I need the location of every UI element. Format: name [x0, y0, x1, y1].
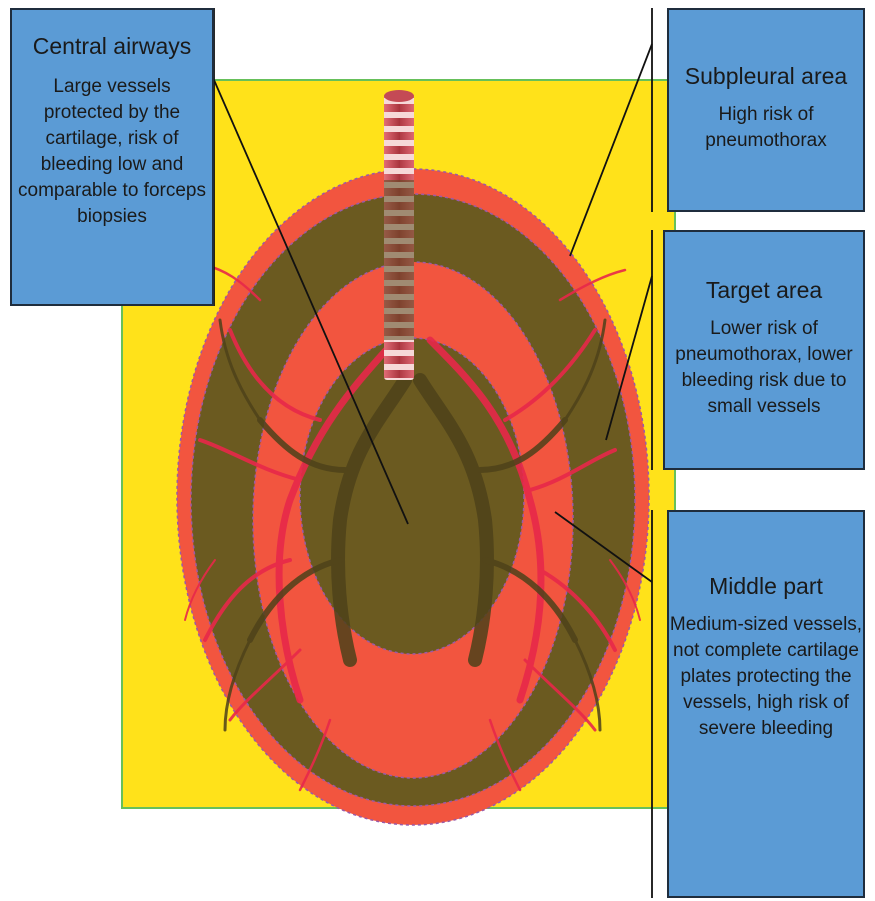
central-airways-callout: Central airways Large vessels protected … — [10, 8, 214, 306]
middle-part-title: Middle part — [669, 572, 863, 600]
target-area-title: Target area — [665, 276, 863, 304]
trachea-icon — [384, 90, 414, 380]
target-area-callout: Target area Lower risk of pneumothorax, … — [663, 230, 865, 470]
target-area-description: Lower risk of pneumothorax, lower bleedi… — [665, 316, 863, 420]
middle-part-description: Medium-sized vessels, not complete carti… — [669, 612, 863, 742]
middle-part-callout: Middle part Medium-sized vessels, not co… — [667, 510, 865, 898]
central-airways-description: Large vessels protected by the cartilage… — [12, 74, 212, 230]
central-airways-title: Central airways — [12, 32, 212, 60]
subpleural-area-title: Subpleural area — [669, 62, 863, 90]
subpleural-area-callout: Subpleural area High risk of pneumothora… — [667, 8, 865, 212]
subpleural-area-description: High risk of pneumothorax — [669, 102, 863, 154]
